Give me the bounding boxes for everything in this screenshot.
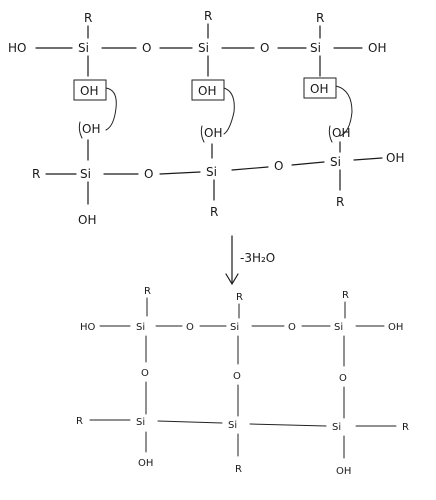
water-elimination-box [303, 77, 337, 99]
oxygen-label: O [288, 322, 296, 333]
bracket-mark [78, 121, 83, 139]
oxygen-label: O [260, 41, 269, 55]
r-group-label: R [76, 416, 83, 427]
silicon-label: Si [310, 41, 321, 55]
bond [353, 157, 383, 161]
r-group-label: R [316, 11, 324, 25]
oxygen-label: O [339, 373, 347, 384]
hydroxyl-label: OH [80, 84, 98, 98]
oxygen-label: O [186, 322, 194, 333]
bond [159, 171, 201, 175]
silicon-label: Si [198, 41, 209, 55]
r-group-label: R [144, 286, 151, 297]
reactant-bottom-chain: R Si O Si O Si OH [32, 151, 404, 181]
r-group-label: R [236, 292, 243, 303]
r-group-label: R [235, 464, 242, 475]
reactant-upper-hydroxyls: OH OH OH [73, 77, 337, 101]
hydroxyl-label: OH [332, 126, 350, 140]
reactant-lower-hydroxyls: OH OH OH [78, 121, 350, 143]
bond [157, 420, 223, 424]
product-top-r-groups: R R R [144, 286, 349, 319]
hydroxyl-label: OH [138, 458, 153, 469]
water-bracket [335, 85, 353, 137]
reactant-bottom-substituents: OH R R [78, 169, 344, 227]
water-elimination-box [73, 79, 107, 101]
product-bottom-substituents: OH R OH [138, 431, 351, 477]
silicon-label: Si [206, 165, 217, 179]
oxygen-label: O [144, 167, 153, 181]
product-top-chain: HO Si O Si O Si OH [80, 322, 403, 333]
arrow-head [225, 273, 239, 286]
silicon-label: Si [136, 322, 145, 333]
silicon-label: Si [136, 417, 145, 428]
product-bridges: O O O [141, 335, 347, 419]
hydroxyl-label: OH [388, 322, 403, 333]
silicon-label: Si [230, 322, 239, 333]
silicon-label: Si [332, 422, 341, 433]
bracket-mark [200, 125, 205, 143]
oxygen-label: O [141, 368, 149, 379]
water-bracket [223, 87, 235, 135]
water-loss-label: -3H₂O [240, 251, 275, 265]
r-group-label: R [336, 195, 344, 209]
bond [291, 161, 325, 166]
reactant-top-r-groups: R R R [84, 9, 324, 39]
bond [231, 166, 269, 171]
water-elimination-box [191, 79, 225, 101]
hydroxyl-label: OH [336, 466, 351, 477]
silicon-label: Si [80, 167, 91, 181]
silicon-label: Si [228, 420, 237, 431]
r-group-label: R [210, 205, 218, 219]
hydroxyl-label: OH [310, 82, 328, 96]
product-bottom-chain: R Si Si Si R [76, 416, 409, 433]
oxygen-label: O [142, 41, 151, 55]
silicon-label: Si [334, 322, 343, 333]
reaction-arrow: -3H₂O [225, 235, 275, 286]
r-group-label: R [32, 167, 40, 181]
reactant-top-chain: HO Si O Si O Si OH [8, 41, 386, 55]
bond [249, 423, 327, 427]
r-group-label: R [402, 422, 409, 433]
hydroxyl-label: OH [386, 151, 404, 165]
hydroxyl-label: HO [8, 41, 26, 55]
silicon-label: Si [330, 155, 341, 169]
water-bracket [105, 87, 117, 131]
hydroxyl-label: OH [78, 213, 96, 227]
hydroxyl-label: OH [368, 41, 386, 55]
hydroxyl-label: OH [204, 126, 222, 140]
hydroxyl-label: HO [80, 322, 96, 333]
r-group-label: R [342, 290, 349, 301]
bracket-mark [328, 125, 333, 143]
r-group-label: R [204, 9, 212, 23]
r-group-label: R [84, 11, 92, 25]
oxygen-label: O [274, 159, 283, 173]
oxygen-label: O [233, 371, 241, 382]
hydroxyl-label: OH [198, 84, 216, 98]
silicon-label: Si [78, 41, 89, 55]
hydroxyl-label: OH [82, 122, 100, 136]
